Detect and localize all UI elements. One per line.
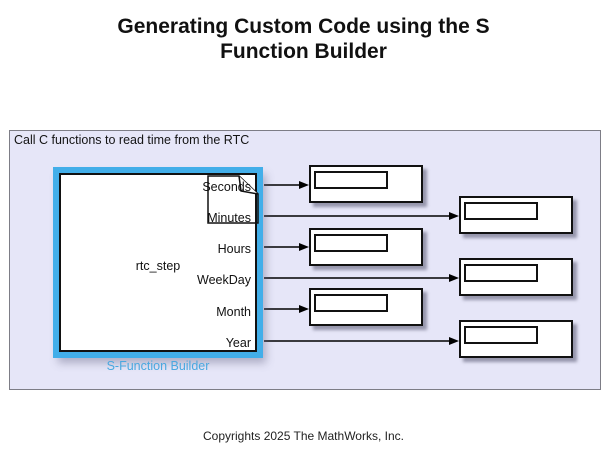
- output-port-label-month: Month: [216, 305, 251, 319]
- display-block-minutes[interactable]: [459, 196, 573, 234]
- display-value-box: [314, 171, 388, 189]
- copyright-text: Copyrights 2025 The MathWorks, Inc.: [203, 429, 404, 443]
- display-block-seconds[interactable]: [309, 165, 423, 203]
- output-port-label-hours: Hours: [217, 242, 251, 256]
- display-value-box: [464, 202, 538, 220]
- display-value-box: [314, 234, 388, 252]
- output-port-label-minutes: Minutes: [207, 211, 251, 225]
- display-value-box: [464, 326, 538, 344]
- block-name: rtc_step: [135, 259, 181, 273]
- sfunction-block-label: S-Function Builder: [106, 359, 210, 373]
- page-title-line2: Function Builder: [220, 40, 387, 63]
- display-value-box: [314, 294, 388, 312]
- area-annotation[interactable]: Call C functions to read time from the R…: [14, 133, 250, 147]
- display-block-year[interactable]: [459, 320, 573, 358]
- output-port-label-seconds: Seconds: [202, 180, 251, 194]
- display-value-box: [464, 264, 538, 282]
- output-port-label-weekday: WeekDay: [197, 273, 251, 287]
- document-icon: [207, 175, 259, 224]
- output-port-label-year: Year: [225, 336, 251, 350]
- display-block-hours[interactable]: [309, 228, 423, 266]
- page-title: Generating Custom Code using the S Funct…: [0, 14, 607, 64]
- sfunction-builder-block[interactable]: rtc_step Seconds Minutes Hours WeekDay M…: [59, 173, 259, 352]
- display-block-weekday[interactable]: [459, 258, 573, 296]
- page-title-line1: Generating Custom Code using the S: [117, 15, 490, 38]
- display-block-month[interactable]: [309, 288, 423, 326]
